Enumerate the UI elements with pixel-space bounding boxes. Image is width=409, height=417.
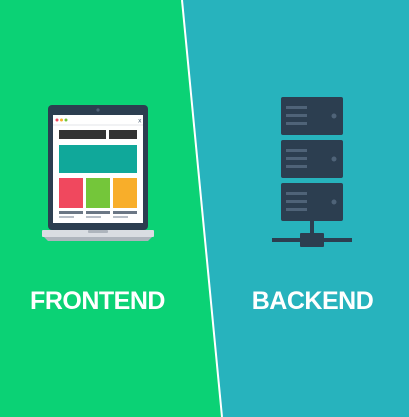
window-dot-red [55, 118, 59, 122]
laptop-camera [96, 108, 100, 112]
network-cable [310, 221, 314, 235]
tile-subcaption-1 [59, 216, 74, 218]
server-unit-2-slot-a [286, 149, 307, 152]
laptop-base [42, 230, 154, 237]
tile-green [86, 178, 110, 208]
tile-caption-1 [59, 211, 83, 214]
server-unit-2-slot-c [286, 165, 307, 168]
frontend-label: FRONTEND [30, 287, 165, 315]
tile-subcaption-2 [86, 216, 101, 218]
laptop-notch [88, 230, 108, 233]
window-dot-green [64, 118, 68, 122]
tile-caption-2 [86, 211, 110, 214]
window-close-icon: x [138, 118, 142, 125]
header-bar-left [59, 130, 106, 139]
server-unit-3-slot-c [286, 208, 307, 211]
server-unit-2-led [331, 156, 337, 162]
server-unit-1-led [331, 113, 337, 119]
backend-label: BACKEND [251, 287, 374, 315]
laptop-browser-icon: x [42, 105, 154, 241]
server-unit-1-slot-b [286, 114, 307, 117]
header-bar-right [109, 130, 137, 139]
server-unit-1-slot-c [286, 122, 307, 125]
server-unit-3-slot-a [286, 192, 307, 195]
server-unit-2-slot-b [286, 157, 307, 160]
server-rack-icon [272, 97, 352, 247]
network-switch [300, 233, 324, 247]
tile-orange [113, 178, 137, 208]
window-dot-yellow [60, 118, 63, 122]
diagonal-divider [181, 0, 223, 417]
tile-subcaption-3 [113, 216, 128, 218]
banner-block [59, 145, 137, 173]
laptop-base-bottom [44, 237, 152, 241]
tile-red [59, 178, 83, 208]
server-unit-3-led [331, 199, 337, 205]
server-unit-1-slot-a [286, 106, 307, 109]
tile-caption-3 [113, 211, 137, 214]
server-unit-3-slot-b [286, 200, 307, 203]
